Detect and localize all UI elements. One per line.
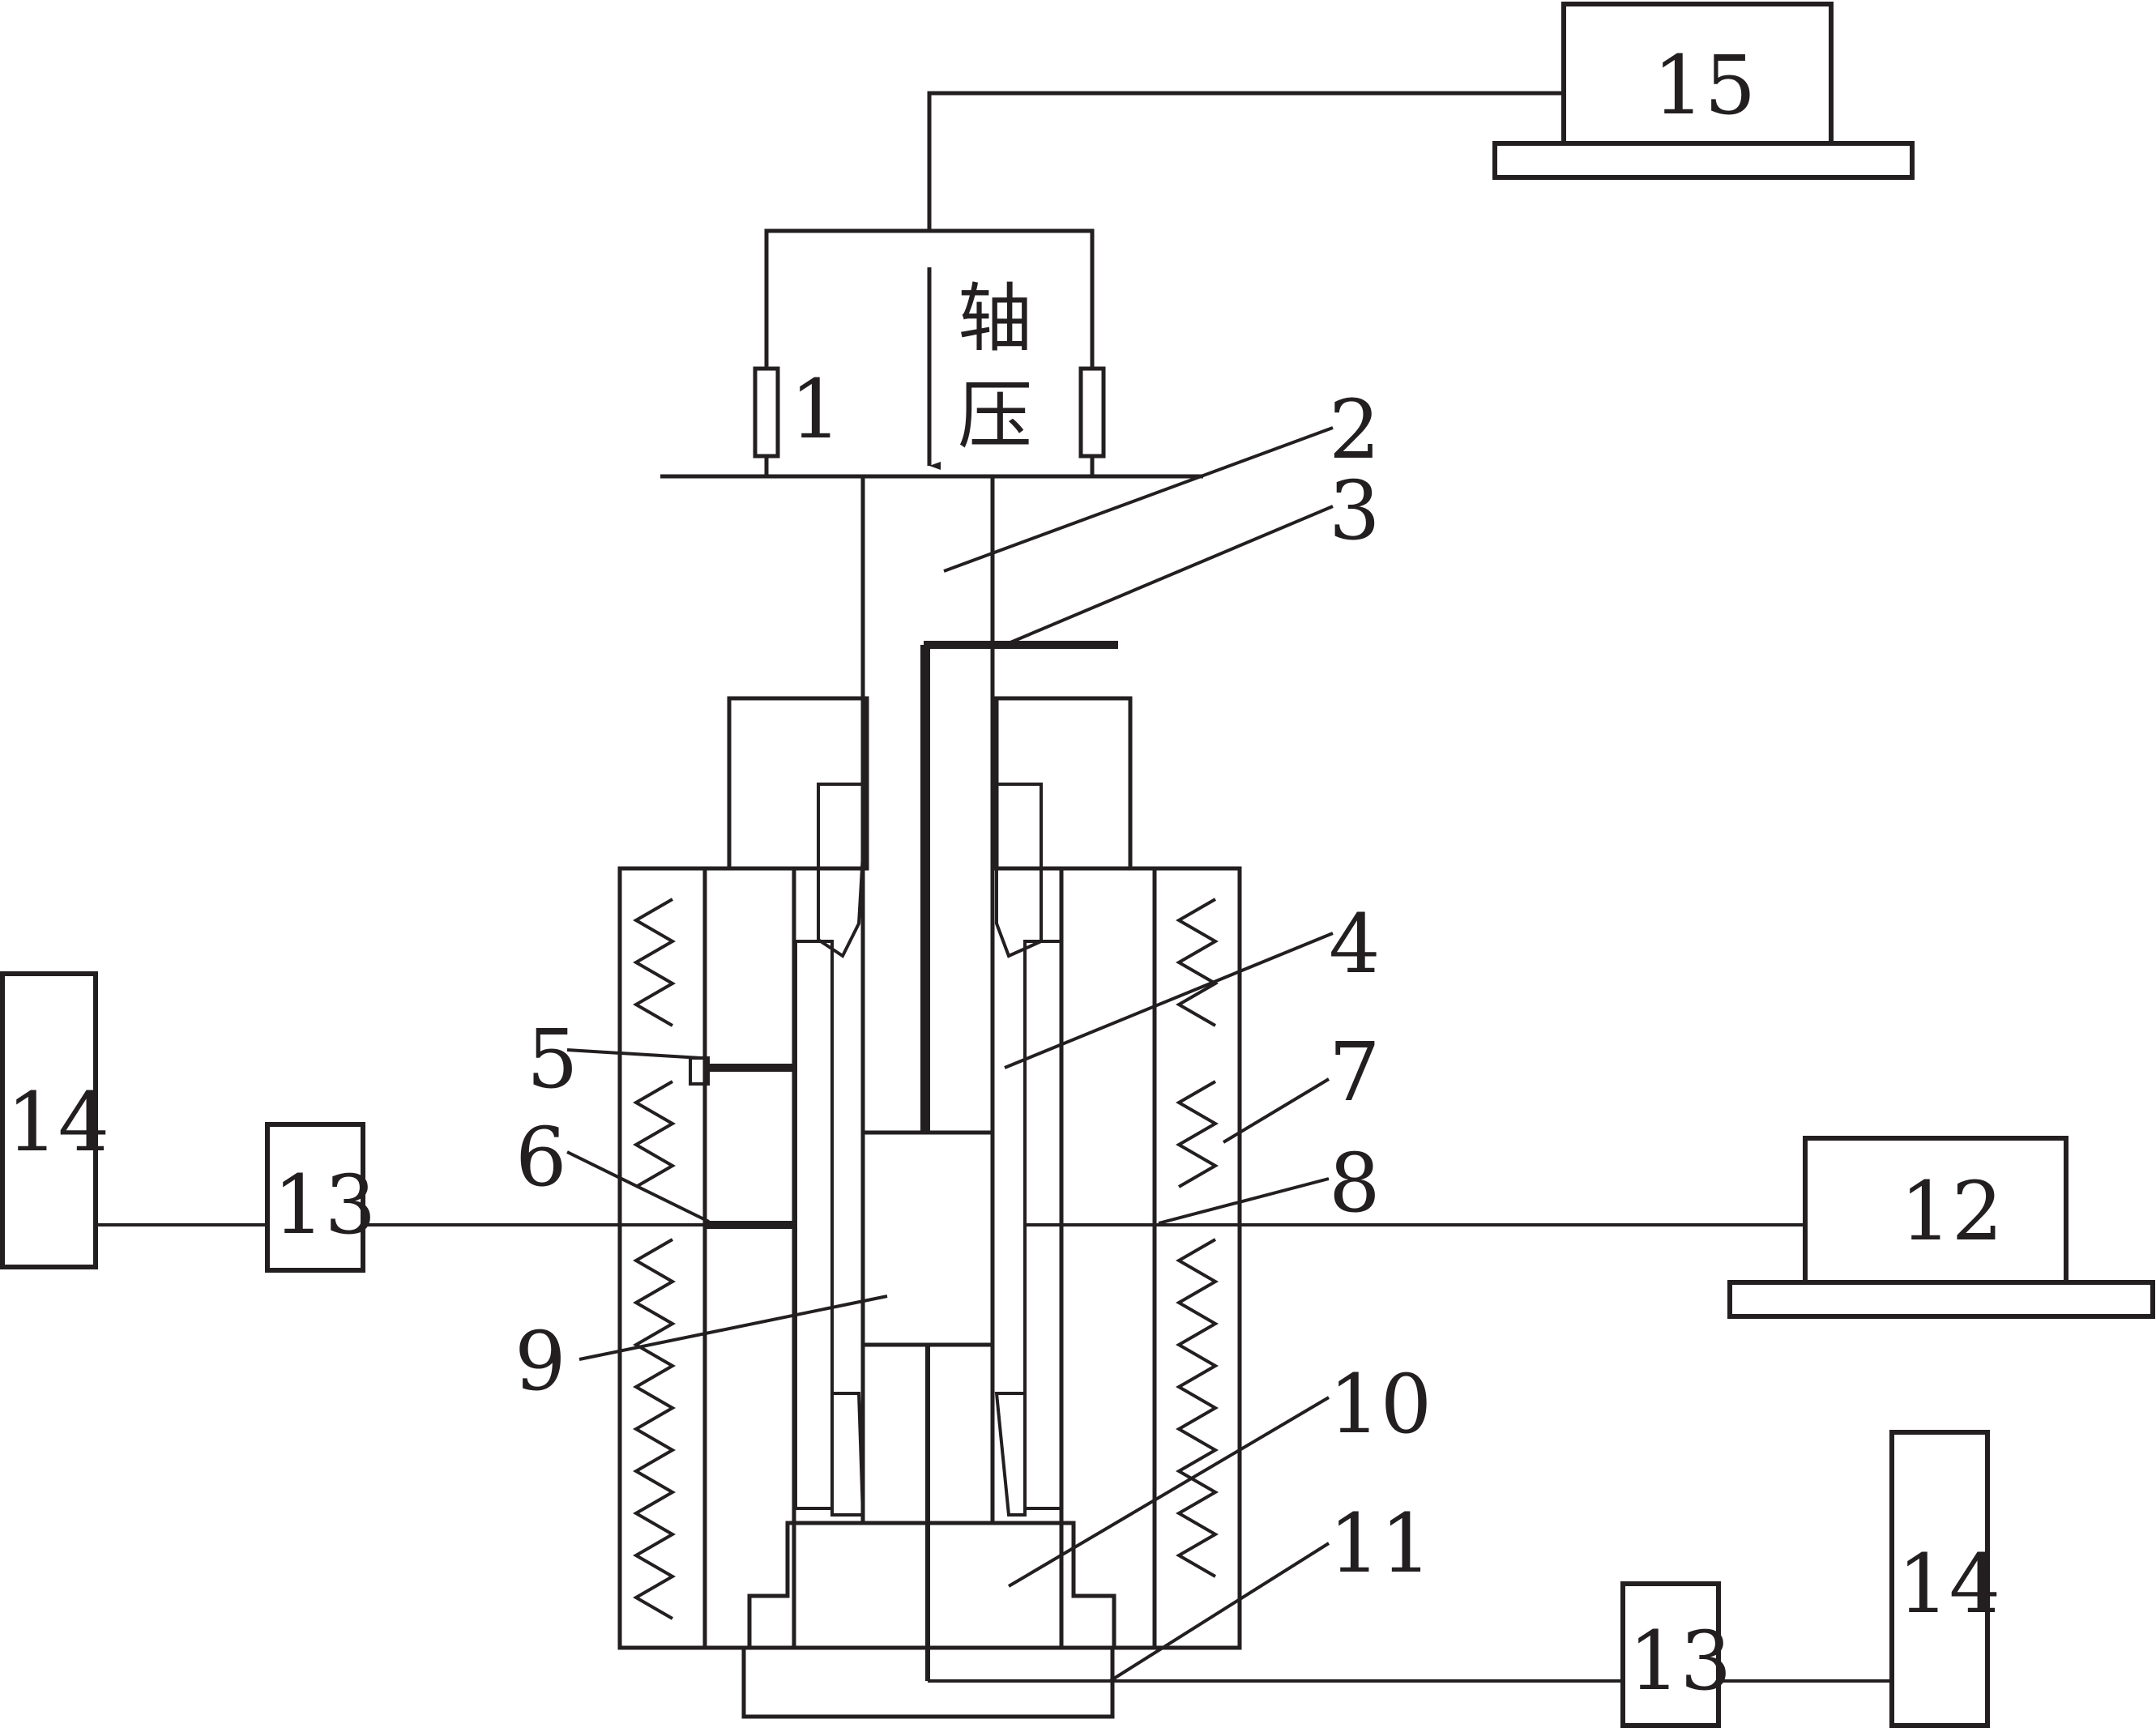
upper-left-liner	[817, 783, 869, 958]
label-3: 3	[1329, 463, 1381, 558]
axial-pressure-label-1: 轴	[958, 275, 1032, 362]
axial-pressure-label-2: 压	[958, 373, 1032, 459]
lvdt-right	[1078, 366, 1106, 459]
label-15: 15	[1653, 38, 1756, 133]
label-5: 5	[527, 1012, 578, 1107]
label-12: 12	[1900, 1164, 2003, 1259]
device-13-left	[265, 1122, 365, 1273]
sample-chamber	[860, 1130, 995, 1347]
label-14-right: 14	[1898, 1537, 2000, 1632]
device-12	[1727, 1136, 2155, 1319]
left-heating-coil	[633, 898, 676, 1620]
label-13-left: 13	[273, 1158, 376, 1252]
bottom-plug	[747, 1342, 1116, 1650]
lower-left-liner	[830, 1392, 865, 1517]
pressure-cell	[617, 474, 1242, 1719]
left-heating-jacket	[617, 866, 707, 1650]
left-inner-sleeve	[794, 940, 834, 1510]
lower-right-liner	[994, 1392, 1027, 1517]
label-14-left: 14	[6, 1075, 109, 1170]
device-14-right	[1889, 1430, 1990, 1728]
label-6: 6	[515, 1110, 567, 1205]
device-13-right	[1620, 1581, 1721, 1728]
leader-lines	[566, 426, 1334, 1683]
label-10: 10	[1329, 1357, 1432, 1452]
lvdt-left	[753, 366, 780, 459]
label-2: 2	[1329, 382, 1381, 477]
left-cell-wall	[702, 866, 796, 1650]
lvdt-to-15-wire	[927, 91, 1564, 231]
device-14-left	[0, 971, 98, 1269]
lvdt-assembly	[753, 91, 1564, 476]
label-8: 8	[1329, 1136, 1381, 1231]
right-heating-jacket	[1152, 866, 1242, 1650]
right-heating-coil	[1176, 898, 1219, 1578]
label-7: 7	[1329, 1025, 1381, 1120]
label-13-right: 13	[1629, 1614, 1731, 1709]
label-1: 1	[790, 362, 842, 457]
label-11: 11	[1329, 1496, 1432, 1591]
device-15	[1492, 2, 1915, 180]
label-9: 9	[514, 1314, 566, 1409]
label-4: 4	[1329, 897, 1381, 992]
